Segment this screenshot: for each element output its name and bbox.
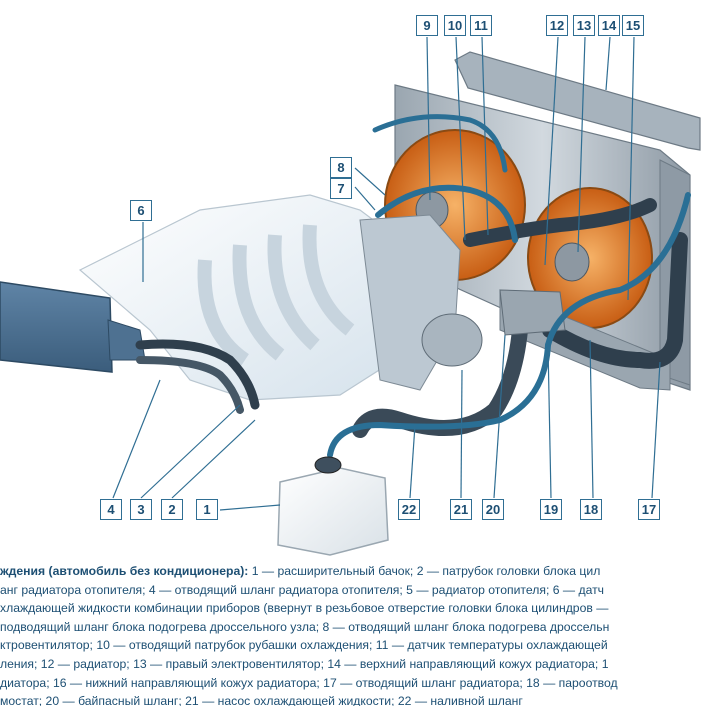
- callout-22: 22: [398, 499, 420, 520]
- caption-line-3: хлаждающей жидкости комбинации приборов …: [0, 601, 609, 616]
- manifold-runner-1: [197, 259, 250, 366]
- throttle-heater-hose: [375, 184, 518, 243]
- callout-13: 13: [573, 15, 595, 36]
- callout-20: 20: [482, 499, 504, 520]
- caption-line-7: диатора; 16 — нижний направляющий кожух …: [0, 675, 618, 690]
- heater-radiator: [0, 281, 113, 373]
- callout-11: 11: [470, 15, 492, 36]
- heater-return-hose: [136, 356, 244, 414]
- caption-line-6: ления; 12 — радиатор; 13 — правый электр…: [0, 656, 609, 671]
- caption-line-4: подводящий шланг блока подогрева дроссел…: [0, 619, 610, 634]
- manifold-runner-2: [232, 244, 285, 361]
- heater-outlet: [107, 319, 146, 361]
- callout-3: 3: [130, 499, 152, 520]
- manifold-runner-3: [267, 234, 320, 351]
- callout-17: 17: [638, 499, 660, 520]
- figure-caption: ждения (автомобиль без кондиционера): 1 …: [0, 562, 706, 706]
- callout-2: 2: [161, 499, 183, 520]
- expansion-tank-cap: [314, 456, 342, 474]
- caption-title: ждения (автомобиль без кондиционера):: [0, 564, 249, 578]
- callout-12: 12: [546, 15, 568, 36]
- callout-18: 18: [580, 499, 602, 520]
- caption-line-2: анг радиатора отопителя; 4 — отводящий ш…: [0, 582, 605, 597]
- filler-hose: [327, 342, 551, 458]
- caption-line-5: ктровентилятор; 10 — отводящий патрубок …: [0, 638, 608, 653]
- callout-7: 7: [330, 178, 352, 199]
- callout-1: 1: [196, 499, 218, 520]
- callout-6: 6: [130, 200, 152, 221]
- radiator-outlet-hose: [542, 232, 688, 369]
- callout-19: 19: [540, 499, 562, 520]
- callout-9: 9: [416, 15, 438, 36]
- expansion-tank: [277, 467, 389, 556]
- right-fan-motor: [554, 242, 590, 282]
- caption-line-1-text: 1 — расширительный бачок; 2 — патрубок г…: [248, 564, 601, 578]
- caption-line-8: мостат; 20 — байпасный шланг; 21 — насос…: [0, 694, 523, 706]
- steam-vent-hose: [545, 192, 691, 348]
- callout-15: 15: [622, 15, 644, 36]
- callout-14: 14: [598, 15, 620, 36]
- radiator-inlet-hose: [463, 198, 657, 247]
- upper-blue-hose: [372, 114, 508, 173]
- callout-4: 4: [100, 499, 122, 520]
- leader-lines: [112, 36, 661, 511]
- heater-supply-hose: [135, 339, 260, 410]
- callout-10: 10: [444, 15, 466, 36]
- caption-line-1: ждения (автомобиль без кондиционера): 1 …: [0, 562, 706, 581]
- thermostat-housing: [499, 289, 566, 336]
- callout-8: 8: [330, 157, 352, 178]
- coolant-pump: [421, 313, 483, 367]
- manifold-runner-4: [302, 224, 355, 336]
- upper-radiator-shroud: [454, 51, 701, 151]
- callout-21: 21: [450, 499, 472, 520]
